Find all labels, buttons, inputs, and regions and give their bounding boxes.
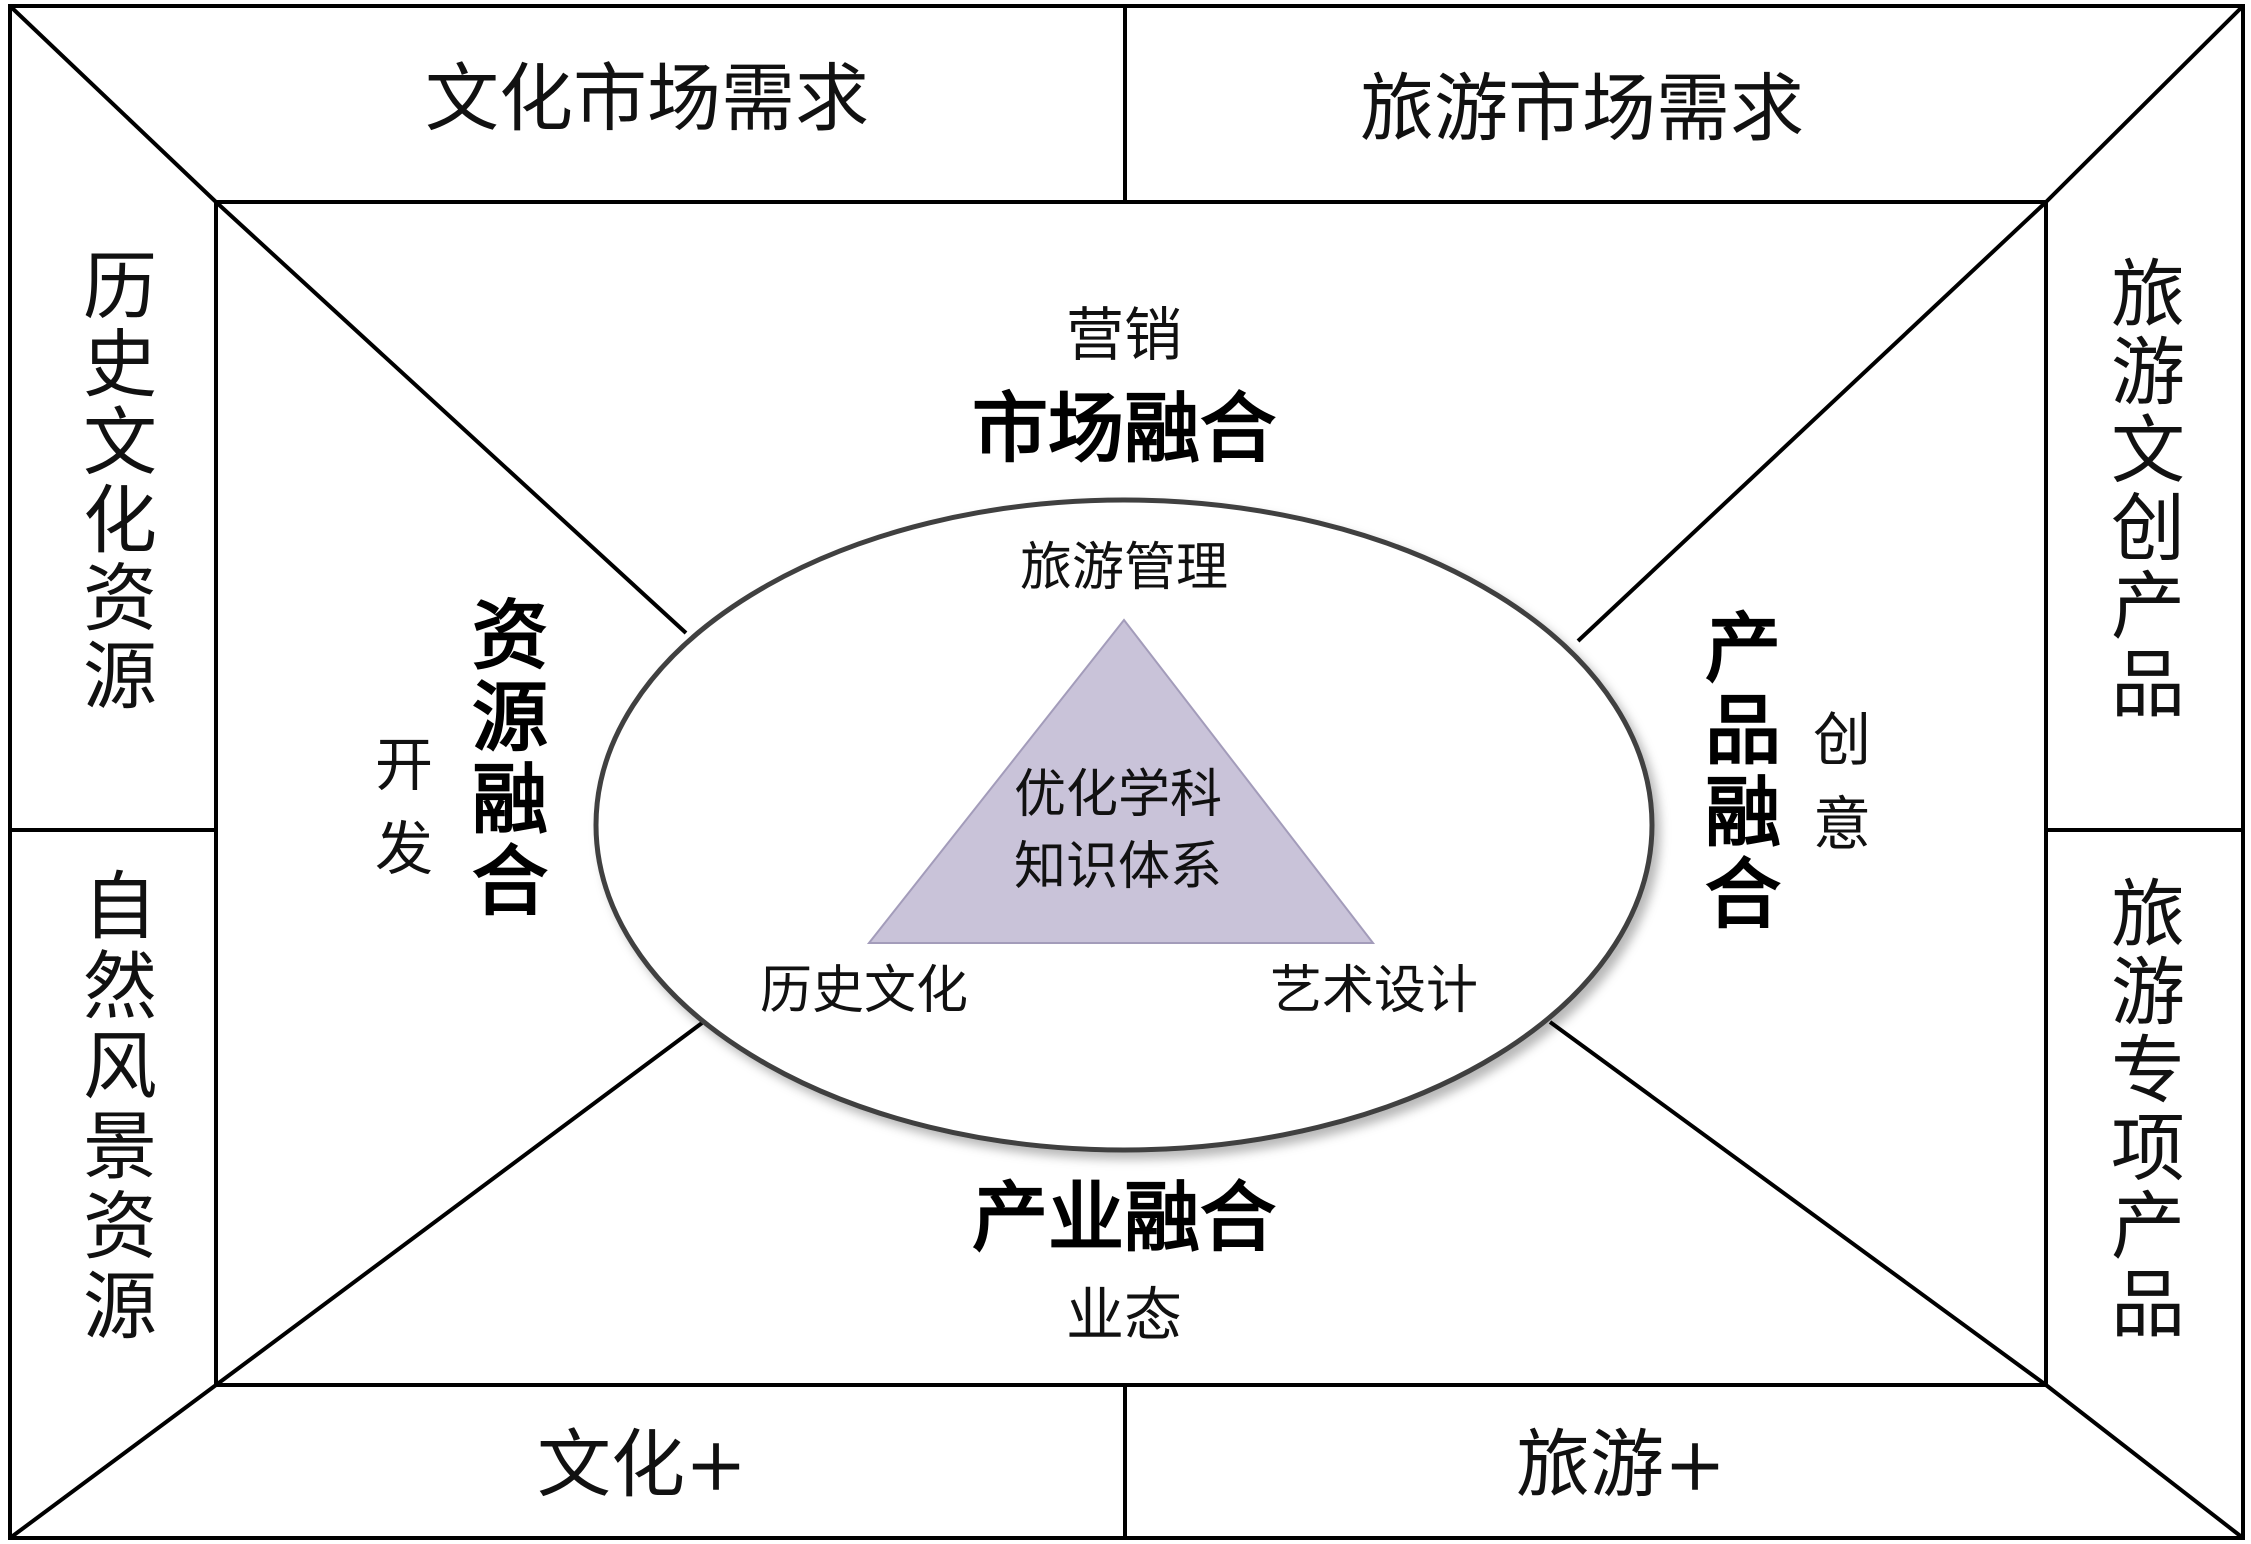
diagonal-top-right-inner xyxy=(1576,200,2048,643)
label-culture-plus: 文化+ xyxy=(537,1422,747,1508)
label-market-integration: 市场融合 xyxy=(972,384,1276,473)
inner-border xyxy=(214,200,2048,1387)
diagonal-top-left-inner xyxy=(214,200,688,635)
label-tourism-management: 旅游管理 xyxy=(1020,538,1228,598)
label-optimize-discipline: 优化学科 xyxy=(1014,765,1222,825)
diagonal-bottom-right-outer xyxy=(2044,1383,2245,1540)
label-tourism-cultural-creative-products: 旅游文创产品 xyxy=(2111,252,2185,728)
diagonal-top-right-outer xyxy=(2044,4,2245,204)
diagonal-top-left-outer xyxy=(8,4,218,204)
label-knowledge-system: 知识体系 xyxy=(1014,837,1222,897)
label-creativity: 创意 xyxy=(1813,706,1871,858)
diagonal-bottom-left-outer xyxy=(8,1383,218,1540)
label-natural-scenery-resources: 自然风景资源 xyxy=(83,864,157,1350)
label-history-culture: 历史文化 xyxy=(760,961,968,1021)
label-development: 开发 xyxy=(375,731,433,883)
label-tourism-special-products: 旅游专项产品 xyxy=(2111,872,2185,1348)
label-product-integration: 产品融合 xyxy=(1705,604,1781,939)
diagonal-bottom-right-inner xyxy=(1548,1020,2048,1387)
diagonal-bottom-left-inner xyxy=(214,1018,708,1387)
label-tourism-market-demand: 旅游市场需求 xyxy=(1360,66,1804,152)
label-art-design: 艺术设计 xyxy=(1270,961,1478,1021)
label-cultural-market-demand: 文化市场需求 xyxy=(425,56,869,142)
frame-lines xyxy=(8,4,2245,1540)
label-marketing: 营销 xyxy=(1066,301,1182,369)
label-historical-cultural-resources: 历史文化资源 xyxy=(83,244,157,720)
label-resource-integration: 资源融合 xyxy=(472,591,548,926)
label-industry-integration: 产业融合 xyxy=(972,1173,1276,1262)
label-business-format: 业态 xyxy=(1066,1281,1182,1349)
label-tourism-plus: 旅游+ xyxy=(1516,1422,1726,1508)
core-triangle xyxy=(866,618,1376,944)
